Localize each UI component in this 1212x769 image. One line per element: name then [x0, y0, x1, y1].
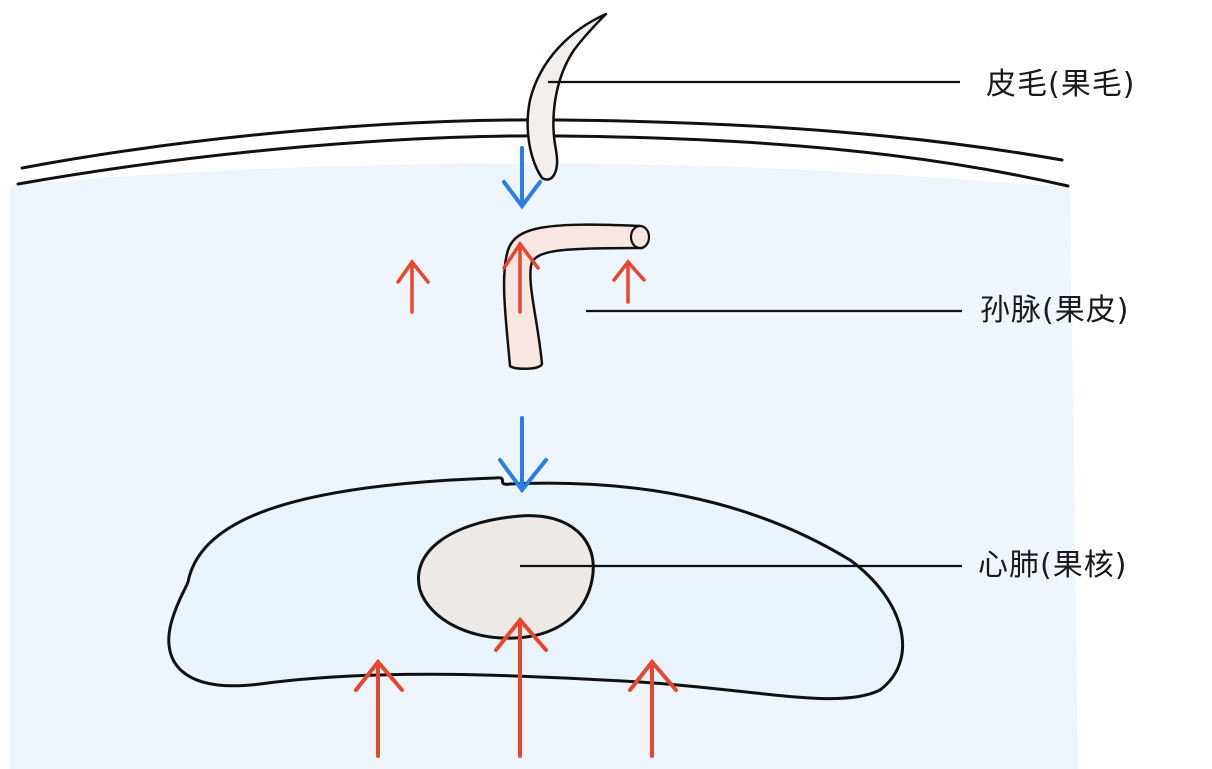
label-vein: 孙脉(果皮) [980, 293, 1130, 328]
hair-shape [526, 12, 608, 181]
arrow-up-vessel-right [612, 259, 646, 304]
arrow-up-bottom-right [628, 658, 678, 758]
arrow-down-upper [502, 146, 542, 210]
nucleus-shape [417, 514, 595, 640]
arrow-up-vessel-left [396, 259, 430, 314]
arrow-up-bottom-left [354, 658, 404, 758]
skin-line-outer [20, 118, 1064, 170]
arrow-up-bottom-center [494, 616, 548, 758]
label-hair: 皮毛(果毛) [986, 67, 1136, 102]
vessel-end-cap [629, 224, 651, 250]
arrow-up-vessel-center [502, 240, 540, 314]
arrow-down-lower [498, 416, 548, 494]
label-heart: 心肺(果核) [978, 548, 1128, 583]
skin-line-inner [16, 134, 1070, 188]
